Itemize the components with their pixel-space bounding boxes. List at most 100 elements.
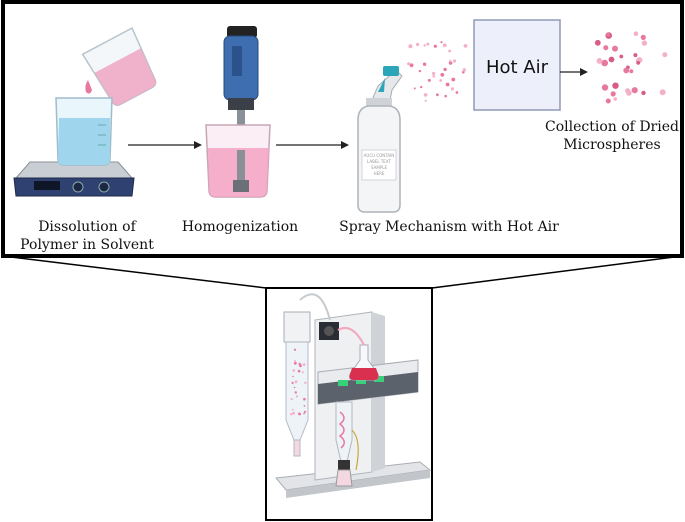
droplet: [633, 53, 638, 58]
droplet: [631, 87, 638, 94]
droplet: [452, 59, 457, 63]
droplet: [596, 58, 603, 64]
droplet: [291, 408, 294, 411]
droplet: [626, 90, 632, 96]
droplet: [416, 42, 420, 47]
droplet: [303, 405, 306, 407]
droplet: [462, 68, 466, 72]
droplet: [439, 79, 443, 82]
droplet: [608, 56, 615, 63]
droplet: [423, 44, 426, 47]
hot-air-label: Hot Air: [486, 57, 549, 78]
droplet: [463, 44, 468, 48]
droplet: [633, 31, 639, 36]
spray-dryer-apparatus-icon: [275, 293, 432, 498]
droplet: [292, 369, 296, 372]
droplet: [422, 62, 427, 66]
step-2-label: Homogenization: [182, 219, 298, 235]
droplet: [302, 363, 306, 366]
hot-air-box: [473, 19, 561, 111]
droplet: [450, 87, 454, 91]
droplet: [291, 381, 294, 384]
arrow-3-head: [580, 68, 588, 76]
droplet: [623, 67, 630, 74]
droplet: [436, 93, 439, 97]
spray-droplets: [407, 41, 468, 102]
bottle-label-line-3: SAMPLE: [371, 165, 387, 170]
dried-microspheres: [594, 31, 668, 104]
droplet: [448, 61, 453, 65]
droplet: [662, 52, 668, 58]
droplet: [293, 348, 297, 351]
droplet: [433, 44, 437, 48]
droplet: [613, 97, 617, 101]
droplet: [413, 87, 416, 90]
droplet: [407, 62, 411, 66]
bottle-label-line-2: LABEL TEXT: [367, 159, 391, 164]
droplet: [303, 397, 306, 401]
droplet: [640, 34, 646, 41]
droplet: [294, 380, 298, 384]
droplet: [594, 39, 601, 46]
droplet: [409, 63, 414, 68]
droplet: [423, 93, 428, 97]
droplet: [418, 69, 422, 73]
droplet: [612, 45, 618, 52]
droplet: [408, 44, 413, 49]
droplet: [636, 61, 641, 65]
top-frame: [1, 0, 684, 258]
arrow-2-head: [341, 141, 349, 149]
droplet: [432, 71, 436, 76]
droplet: [294, 359, 296, 362]
droplet: [629, 69, 634, 74]
droplet: [295, 395, 299, 398]
droplet: [641, 40, 648, 46]
step-1-label-line-1: Dissolution of: [38, 219, 137, 235]
droplet: [619, 54, 624, 59]
droplet: [612, 82, 619, 89]
droplet: [440, 41, 443, 44]
droplet: [426, 42, 430, 46]
droplet: [641, 90, 646, 96]
droplet: [601, 84, 609, 91]
droplet: [294, 391, 297, 394]
step-4-label-line-2: Microspheres: [563, 137, 660, 153]
droplet: [301, 371, 304, 374]
bottle-label-line-1: AUCU CONTAIN: [364, 153, 395, 158]
column-particles: [289, 348, 307, 416]
hotplate-beaker-icon: [13, 26, 157, 197]
droplet: [289, 413, 293, 416]
spray-bottle-icon: AUCU CONTAIN LABEL TEXT SAMPLE HERE: [357, 66, 403, 213]
step-3-label: Spray Mechanism with Hot Air: [339, 219, 559, 235]
droplet: [290, 398, 293, 401]
zoom-line-left: [2, 255, 267, 289]
droplet: [659, 89, 666, 96]
droplet: [603, 45, 609, 51]
droplet: [605, 98, 611, 104]
droplet: [292, 411, 295, 415]
droplet: [292, 375, 294, 378]
droplet: [451, 77, 456, 82]
droplet: [303, 410, 307, 413]
droplet: [449, 59, 452, 63]
droplet: [293, 361, 297, 365]
droplet: [606, 32, 610, 37]
droplet: [304, 381, 307, 384]
droplet: [444, 94, 448, 98]
droplet: [297, 369, 301, 373]
droplet: [299, 413, 302, 416]
droplet: [303, 412, 305, 415]
droplet: [455, 91, 459, 94]
droplet: [293, 386, 296, 389]
droplet: [432, 74, 436, 78]
droplet: [442, 43, 447, 48]
droplet: [424, 99, 427, 102]
droplet: [448, 49, 451, 53]
zoom-line-right: [431, 255, 683, 289]
arrow-1-head: [194, 141, 202, 149]
droplet: [298, 362, 301, 366]
droplet: [610, 91, 616, 97]
droplet: [601, 59, 608, 67]
droplet: [443, 67, 447, 72]
